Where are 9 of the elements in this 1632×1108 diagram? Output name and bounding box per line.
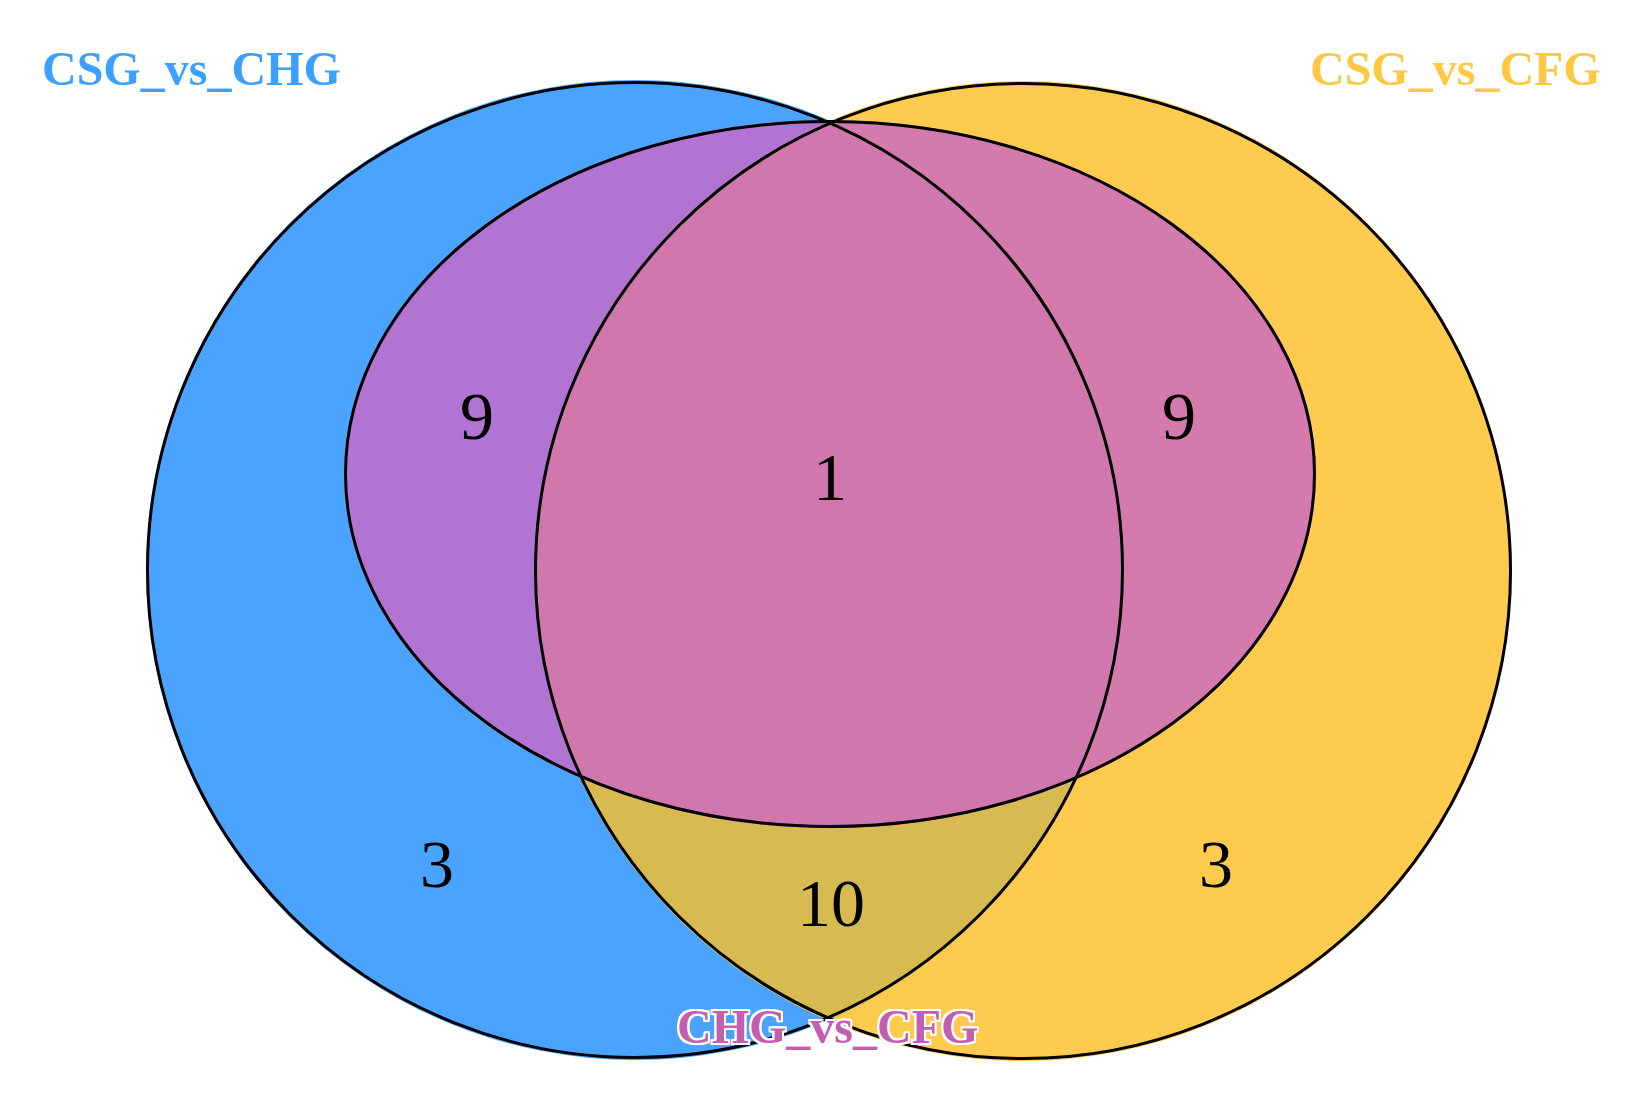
set-label: CSG_vs_CHG (42, 45, 341, 93)
count-label: 10 (797, 869, 865, 937)
count-label: 3 (1199, 830, 1233, 898)
set-label: CHG_vs_CFG (677, 1003, 979, 1051)
count-label: 9 (460, 382, 494, 450)
count-label: 9 (1162, 382, 1196, 450)
count-label: 1 (813, 443, 847, 511)
set-label: CSG_vs_CFG (1310, 45, 1601, 93)
count-label: 3 (420, 830, 454, 898)
